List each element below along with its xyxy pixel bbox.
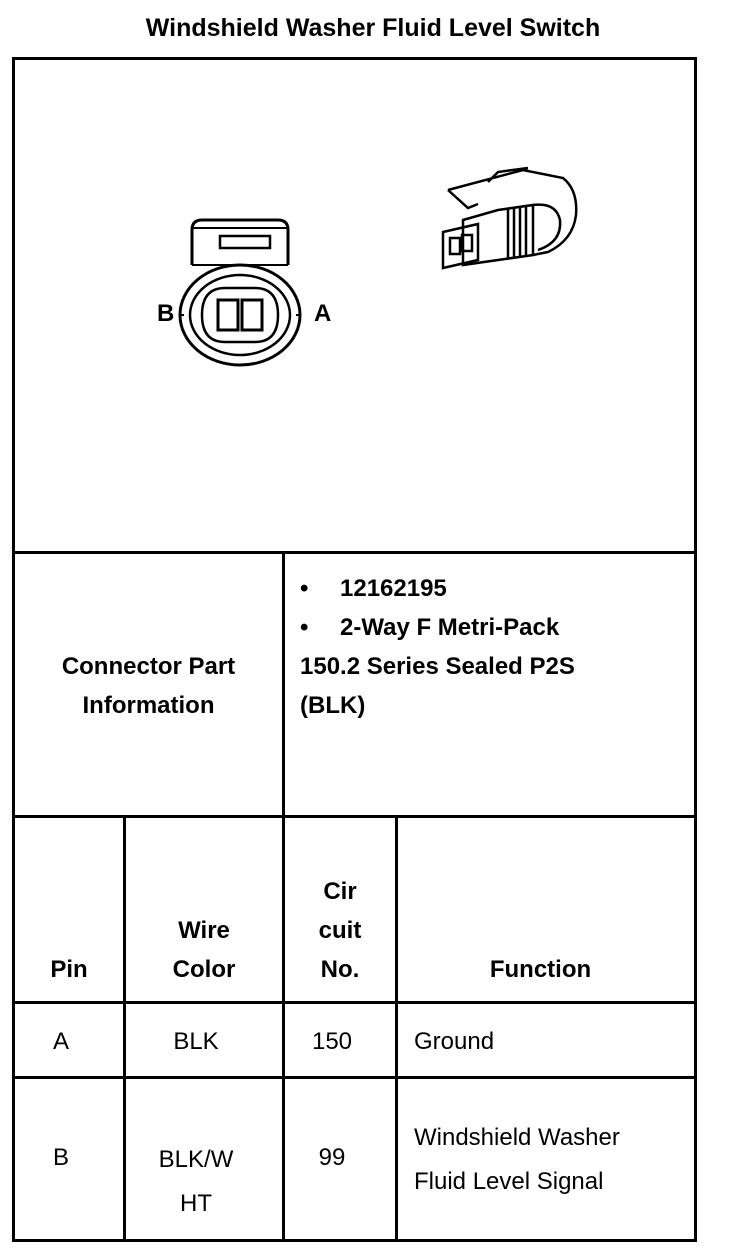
- bullet-symbol: •: [300, 575, 309, 602]
- row-a-function: Ground: [414, 1028, 495, 1055]
- row-a-pin: A: [52, 1028, 69, 1055]
- row-b-wire-color: BLK/W HT: [158, 1146, 234, 1217]
- bullet-symbol: •: [300, 614, 309, 641]
- connector-series-line: 150.2 Series Sealed P2S: [300, 653, 575, 680]
- connector-type-bullet: • 2-Way F Metri-Pack: [300, 614, 559, 642]
- connector-type: 2-Way F Metri-Pack: [340, 614, 560, 641]
- divider-pin-column: [123, 815, 126, 1242]
- connector-side-view-icon: [441, 166, 578, 270]
- connector-front-view-icon: [178, 218, 302, 367]
- connector-info-label-line2: Information: [82, 692, 215, 719]
- row-b-pin: B: [52, 1144, 69, 1171]
- part-number-bullet: • 12162195: [300, 575, 447, 603]
- header-circuit-no: Cir cuit No.: [318, 878, 362, 983]
- pin-b-label: B: [157, 300, 175, 327]
- connector-info-label-line1: Connector Part: [61, 653, 236, 680]
- page-title: Windshield Washer Fluid Level Switch: [145, 14, 601, 42]
- connector-info-label: Connector Part Information: [15, 647, 282, 725]
- row-b-function: Windshield Washer Fluid Level Signal: [414, 1124, 620, 1195]
- row-a-wire-color: BLK: [173, 1028, 219, 1055]
- divider-circuit-column: [395, 815, 398, 1242]
- divider-header-bottom: [12, 1001, 697, 1004]
- connector-color-line: (BLK): [300, 692, 366, 719]
- header-function: Function: [489, 956, 592, 983]
- connector-table-frame: [12, 57, 697, 1242]
- divider-info-vertical: [282, 551, 285, 1242]
- divider-row-a-bottom: [12, 1076, 697, 1079]
- row-b-circuit: 99: [318, 1144, 346, 1171]
- pin-a-label: A: [314, 300, 332, 327]
- header-wire-color: Wire Color: [172, 917, 236, 983]
- divider-diagram-bottom: [12, 551, 697, 554]
- header-pin: Pin: [50, 956, 88, 983]
- divider-info-bottom: [12, 815, 697, 818]
- row-a-circuit: 150: [311, 1028, 353, 1055]
- part-number: 12162195: [340, 575, 447, 602]
